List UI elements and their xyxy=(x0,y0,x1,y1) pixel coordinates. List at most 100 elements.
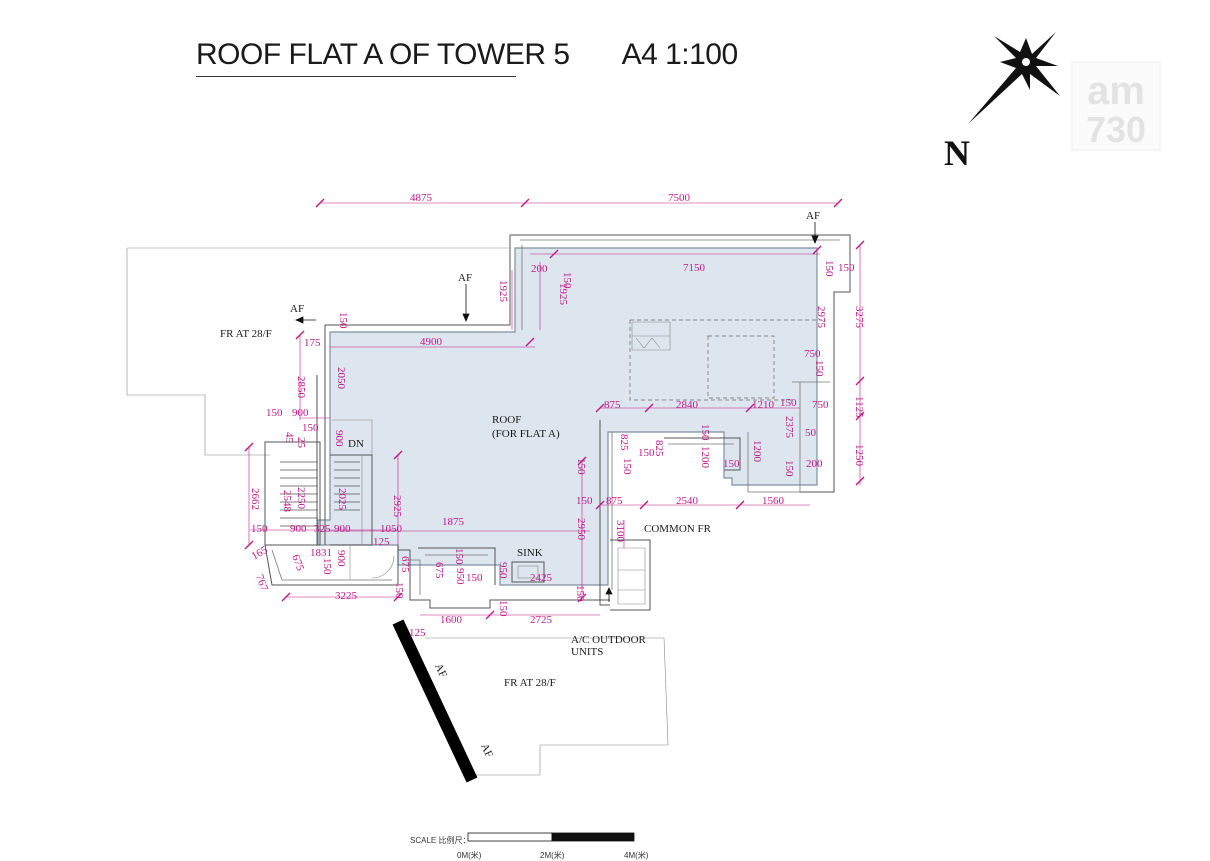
dim-950-b: 950 xyxy=(497,562,509,579)
dim-1925-a: 1925 xyxy=(497,280,509,303)
scale-2m: 2M(米) xyxy=(540,850,565,860)
north-arrow-icon: N xyxy=(944,32,1060,173)
dim-1560: 1560 xyxy=(762,495,785,507)
dim-150-s: 150 xyxy=(699,424,711,441)
dim-150-r: 150 xyxy=(638,447,655,459)
dim-150-g: 150 xyxy=(251,523,268,535)
roof-label-line2: (FOR FLAT A) xyxy=(492,428,560,440)
dim-2950: 2950 xyxy=(575,518,587,541)
dim-150-l: 150 xyxy=(497,600,509,617)
ac-label-line2: UNITS xyxy=(571,646,603,658)
plan-name: ROOF FLAT A OF TOWER 5 xyxy=(196,38,570,71)
dim-2840: 2840 xyxy=(676,399,699,411)
dim-2025: 2025 xyxy=(336,488,348,511)
dim-1925-b: 1925 xyxy=(557,283,569,306)
dim-150-o: 150 xyxy=(576,495,593,507)
dim-50: 50 xyxy=(805,427,817,439)
fr-upper-label: FR AT 28/F xyxy=(220,328,272,340)
compass-letter: N xyxy=(944,133,970,173)
af-marker-lower2: AF xyxy=(478,742,495,760)
fr-lower-label: FR AT 28/F xyxy=(504,677,556,689)
dim-2250: 2250 xyxy=(295,487,307,510)
dim-325: 325 xyxy=(314,523,331,535)
dim-1875: 1875 xyxy=(442,516,465,528)
walls xyxy=(126,234,851,783)
dim-750-b: 750 xyxy=(804,348,821,360)
dim-1200-b: 1200 xyxy=(751,440,763,463)
dim-900-e: 900 xyxy=(335,550,347,567)
dim-875-a: 875 xyxy=(606,495,623,507)
scale-caption: SCALE 比例尺： xyxy=(410,835,470,845)
dim-150-e: 150 xyxy=(266,407,283,419)
dim-2540: 2540 xyxy=(676,495,699,507)
dim-825-a: 825 xyxy=(618,434,630,451)
dim-3275: 3275 xyxy=(853,306,865,329)
dim-top-right: 7500 xyxy=(668,192,691,204)
dim-125-b: 125 xyxy=(409,627,426,639)
dim-150-c: 150 xyxy=(838,262,855,274)
af-marker-lower1: AF xyxy=(432,662,449,680)
dim-150-p: 150 xyxy=(780,397,797,409)
dim-150-f: 150 xyxy=(302,422,319,434)
af-arrows xyxy=(294,222,819,602)
dim-150-u: 150 xyxy=(783,460,795,477)
dim-670: 675 xyxy=(289,553,306,573)
dim-2050: 2050 xyxy=(335,367,347,390)
dim-200-b: 200 xyxy=(806,458,823,470)
dim-4900: 4900 xyxy=(420,336,443,348)
dim-1831: 1831 xyxy=(310,547,332,559)
scale-bar: SCALE 比例尺： 0M(米) 2M(米) 4M(米) xyxy=(410,832,649,860)
dim-2662: 2662 xyxy=(249,488,261,510)
dim-1600: 1600 xyxy=(440,614,463,626)
am730-logo-icon: am 730 xyxy=(1071,61,1161,151)
dim-950-a: 950 xyxy=(454,568,466,585)
common-fr-label: COMMON FR xyxy=(644,523,712,535)
scale-0m: 0M(米) xyxy=(457,850,482,860)
ac-label-line1: A/C OUTDOOR xyxy=(571,634,647,646)
title-underline xyxy=(196,76,516,77)
dimension-lines xyxy=(244,198,865,620)
dim-750-a: 750 xyxy=(812,399,829,411)
dim-150-i: 150 xyxy=(393,582,405,599)
dim-150-d: 150 xyxy=(337,312,349,329)
plan-title: ROOF FLAT A OF TOWER 5 A4 1:100 xyxy=(196,38,738,72)
dim-1210: 1210 xyxy=(752,399,775,411)
dim-3225: 3225 xyxy=(335,590,358,602)
dim-150-q: 150 xyxy=(621,458,633,475)
dim-175: 175 xyxy=(304,337,321,349)
scale-4m: 4M(米) xyxy=(624,850,649,860)
dim-125-a: 125 xyxy=(373,536,390,548)
watermark-line1: am xyxy=(1087,69,1145,113)
dim-150-k: 150 xyxy=(466,572,483,584)
dim-150-n: 150 xyxy=(574,585,586,602)
dim-1125: 1125 xyxy=(853,396,865,418)
dim-25-a: 25 xyxy=(295,437,307,449)
dim-150-b: 150 xyxy=(823,260,835,277)
roof-label-line1: ROOF xyxy=(492,414,521,426)
dim-900-d: 900 xyxy=(334,523,351,535)
dim-7150: 7150 xyxy=(683,262,706,274)
dim-150-h: 150 xyxy=(321,558,333,575)
dim-200: 200 xyxy=(531,263,548,275)
dim-45: 45 xyxy=(283,432,295,444)
dim-2425: 2425 xyxy=(530,572,553,584)
dim-825-b: 825 xyxy=(653,440,665,457)
sink-label: SINK xyxy=(517,547,543,559)
dim-150-m: 150 xyxy=(575,458,587,475)
dim-2375: 2375 xyxy=(783,416,795,439)
dim-675-b: 675 xyxy=(433,562,445,579)
dim-1050: 1050 xyxy=(380,523,403,535)
dim-2548: 2548 xyxy=(281,490,293,513)
dim-2925: 2925 xyxy=(391,495,403,518)
af-marker-right: AF xyxy=(806,210,820,222)
dim-900-b: 900 xyxy=(333,430,345,447)
af-marker-top: AF xyxy=(458,272,472,284)
plan-scale: A4 1:100 xyxy=(621,38,739,71)
dim-3100: 3100 xyxy=(614,520,626,543)
dim-675-a: 675 xyxy=(399,556,411,573)
dim-875-b: 875 xyxy=(604,399,621,411)
dim-767: 767 xyxy=(253,573,270,593)
dim-900-a: 900 xyxy=(292,407,309,419)
watermark-line2: 730 xyxy=(1086,109,1146,150)
